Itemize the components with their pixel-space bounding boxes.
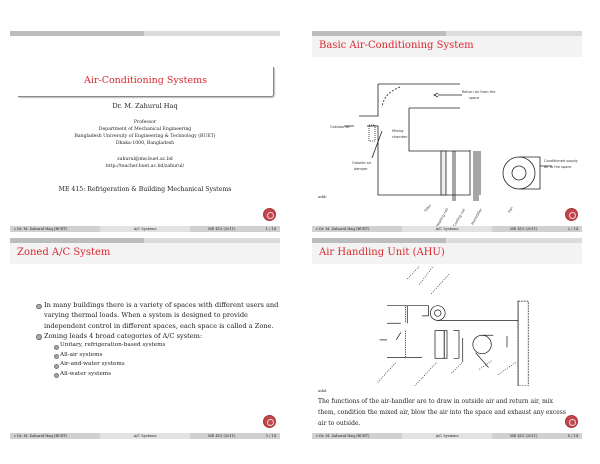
slide-3: Zoned A/C System In many buildings there… xyxy=(10,238,280,439)
ahu-diagram xyxy=(377,266,529,386)
page-number: 1 / 14 xyxy=(265,227,276,231)
title-box: Air-Conditioning Systems xyxy=(18,67,274,97)
university-logo xyxy=(263,415,276,428)
label-heating-coil: Heating coil xyxy=(435,207,449,227)
footer-title: A/C Systems xyxy=(402,433,492,439)
university: Bangladesh University of Engineering & T… xyxy=(74,134,216,139)
city: Dhaka-1000, Bangladesh xyxy=(115,141,175,146)
department: Department of Mechanical Engineering xyxy=(98,127,192,132)
source-note: ashd xyxy=(318,389,327,393)
label-supply: Conditioned supply xyxy=(544,159,578,163)
footer-course: ME 415 (2011) xyxy=(208,434,236,438)
footer-course: ME 415 (2011) xyxy=(510,434,538,438)
page-number: 4 / 14 xyxy=(567,434,578,438)
label-mixing-2: chamber xyxy=(392,135,408,139)
label-outdoor-air: Outdoor air xyxy=(330,125,351,129)
slide-2: Basic Air-Conditioning System Return air… xyxy=(312,31,582,232)
slide-1: Air-Conditioning Systems Dr. M. Zahurul … xyxy=(10,31,280,232)
footer-title: A/C Systems xyxy=(100,226,190,232)
label-fan: Fan xyxy=(507,206,513,213)
label-supply-2: air to the space xyxy=(544,165,571,169)
list-item: Zoning leads 4 broad categories of A/C s… xyxy=(36,331,279,380)
footer: c Dr. M. Zahurul Haq (BUET)A/C Systems ME… xyxy=(312,433,582,439)
progress-bar xyxy=(312,238,582,243)
footer-author: c Dr. M. Zahurul Haq (BUET) xyxy=(10,433,100,439)
slide-title: Zoned A/C System xyxy=(17,247,111,258)
sub-list-item: Unitary, refrigeration-based systems xyxy=(54,341,279,351)
list-item-text: Zoning leads 4 broad categories of A/C s… xyxy=(44,331,203,340)
footer-author: c Dr. M. Zahurul Haq (BUET) xyxy=(312,433,402,439)
title-bar: Zoned A/C System xyxy=(10,243,280,264)
slide-4: Air Handling Unit (AHU) ashd The functio… xyxy=(312,238,582,439)
page-number: 2 / 14 xyxy=(567,227,578,231)
university-logo xyxy=(565,208,578,221)
footer: c Dr. M. Zahurul Haq (BUET)A/C Systems ME… xyxy=(312,226,582,232)
label-mixing: Mixing xyxy=(392,129,403,133)
website-link[interactable]: http://teacher.buet.ac.bd/zahurul/ xyxy=(105,164,185,169)
list-item: In many buildings there is a variety of … xyxy=(36,301,279,330)
title-bar: Basic Air-Conditioning System xyxy=(312,36,582,57)
university-logo xyxy=(263,208,276,221)
footer-author: c Dr. M. Zahurul Haq (BUET) xyxy=(312,226,402,232)
author: Dr. M. Zahurul Haq xyxy=(112,102,178,110)
footer: c Dr. M. Zahurul Haq (BUET)A/C Systems ME… xyxy=(10,433,280,439)
sub-list-item: All-air systems xyxy=(54,351,279,361)
footer-title: A/C Systems xyxy=(402,226,492,232)
bullet-list: In many buildings there is a variety of … xyxy=(36,300,279,380)
sub-list-item: Air-and-water systems xyxy=(54,360,279,370)
email-link[interactable]: zahurul@me.buet.ac.bd xyxy=(117,157,173,162)
progress-bar xyxy=(10,238,280,243)
course-title: ME 415: Refrigeration & Building Mechani… xyxy=(58,186,232,193)
source-note: ashb xyxy=(318,195,327,199)
description-text: The functions of the air-handler are to … xyxy=(318,398,566,427)
footer-course: ME 415 (2011) xyxy=(208,227,236,231)
progress-bar xyxy=(312,31,582,36)
label-return-air: Return air from the xyxy=(462,90,495,94)
slide-title: Basic Air-Conditioning System xyxy=(319,40,474,51)
label-return-air-2: space xyxy=(469,96,479,100)
footer-author: c Dr. M. Zahurul Haq (BUET) xyxy=(10,226,100,232)
footer: c Dr. M. Zahurul Haq (BUET)A/C Systems ME… xyxy=(10,226,280,232)
label-humidifier: Humidifier xyxy=(470,207,483,225)
university-logo xyxy=(565,415,578,428)
position: Professor xyxy=(133,120,157,125)
slide-title: Air-Conditioning Systems xyxy=(84,75,207,86)
sub-list-item: All-water systems xyxy=(54,370,279,380)
footer-title: A/C Systems xyxy=(100,433,190,439)
footer-course: ME 415 (2011) xyxy=(510,227,538,231)
label-filter: Filter xyxy=(424,203,433,213)
label-damper: Outside air xyxy=(352,161,372,165)
ac-system-diagram: Return air from the space Outdoor air Mi… xyxy=(330,83,578,228)
title-bar: Air Handling Unit (AHU) xyxy=(312,243,582,264)
label-damper-2: damper xyxy=(354,167,368,171)
progress-bar xyxy=(10,31,280,36)
slide-title: Air Handling Unit (AHU) xyxy=(319,247,445,258)
label-cooling-coil: Cooling coil xyxy=(452,208,466,228)
page-number: 3 / 14 xyxy=(265,434,276,438)
